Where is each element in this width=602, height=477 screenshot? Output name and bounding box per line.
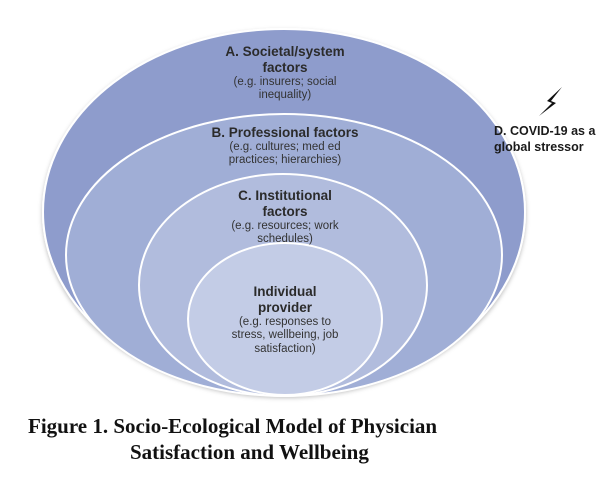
layer-professional-title: B. Professional factors <box>211 125 359 140</box>
layer-individual-title-1: Individual <box>253 284 317 299</box>
layer-individual-title-2: provider <box>257 299 312 315</box>
ring-individual-provider <box>187 242 383 396</box>
covid-stressor-line-1: D. COVID-19 as a <box>494 124 596 138</box>
layer-individual-detail-3: satisfaction) <box>254 342 316 355</box>
covid-stressor-label: D. COVID-19 as a global stressor <box>494 124 602 155</box>
figure-caption-line-2: Satisfaction and Wellbeing <box>130 440 369 465</box>
layer-institutional-title-2: factors <box>262 203 308 219</box>
layer-institutional-detail-1: (e.g. resources; work <box>231 219 339 232</box>
covid-stressor-line-2: global stressor <box>494 139 584 154</box>
layer-societal-title-1: A. Societal/system <box>225 44 345 59</box>
layer-professional-detail-2: practices; hierarchies) <box>228 154 342 167</box>
layer-institutional-detail-2: schedules) <box>257 233 313 246</box>
layer-individual-detail-1: (e.g. responses to <box>238 315 332 328</box>
lightning-bolt-icon <box>539 87 562 116</box>
figure-caption-line-1: Figure 1. Socio-Ecological Model of Phys… <box>28 414 438 438</box>
layer-societal-title-2: factors <box>262 59 308 75</box>
layer-professional-label: B. Professional factors (e.g. cultures; … <box>195 125 375 168</box>
layer-individual-detail-2: stress, wellbeing, job <box>231 329 339 342</box>
layer-professional-detail-1: (e.g. cultures; med ed <box>229 140 341 153</box>
layer-societal-detail-1: (e.g. insurers; social <box>233 75 337 88</box>
socio-ecological-diagram <box>42 28 562 397</box>
layer-societal-detail-2: inequality) <box>258 89 312 102</box>
figure-caption: Figure 1. Socio-Ecological Model of Phys… <box>0 413 602 466</box>
layer-institutional-title-1: C. Institutional <box>238 188 332 203</box>
